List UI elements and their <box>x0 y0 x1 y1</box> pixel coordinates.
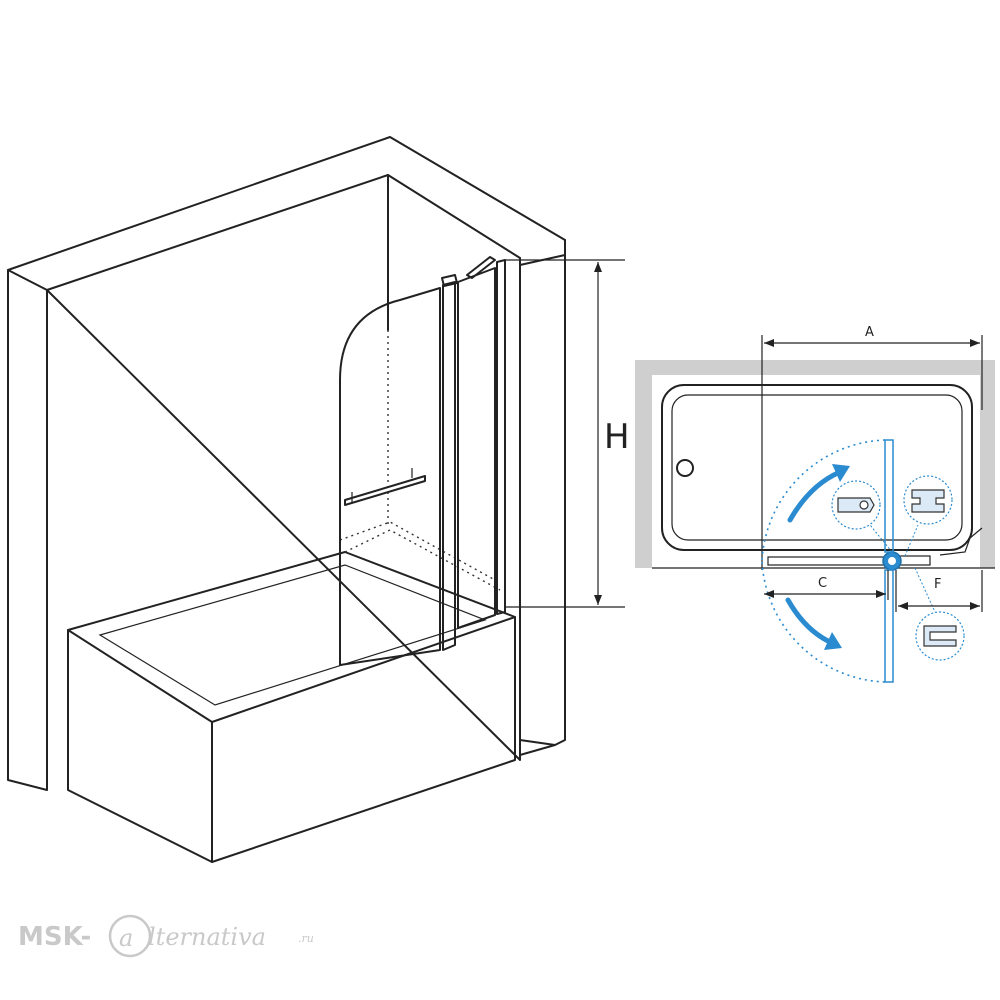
f-label: F <box>934 577 941 592</box>
logo-at-letter: a <box>119 924 133 952</box>
plan-view: A C <box>635 325 995 683</box>
hidden-tub-line-1 <box>339 521 496 581</box>
back-wall <box>7 136 566 761</box>
screen-open-up <box>884 439 894 553</box>
f-arrow-right <box>970 602 980 610</box>
detail-profile <box>915 611 965 661</box>
a-arrow-left <box>764 339 774 347</box>
detail-profile-shape <box>923 625 957 647</box>
tub-inner <box>671 394 963 541</box>
arrow-up-curve <box>787 469 843 523</box>
drain <box>676 459 694 477</box>
stabilizer-bar <box>466 256 496 279</box>
callout-line-3 <box>914 567 936 613</box>
wall-right <box>980 360 995 568</box>
arrow-down-curve <box>785 597 833 645</box>
callout-line-1 <box>865 519 893 553</box>
detail-seal-shape <box>911 489 945 513</box>
right-wall-inner <box>519 739 556 746</box>
fixed-panel-2 <box>457 267 496 629</box>
c-arrow-left <box>764 590 774 598</box>
fixed-panel <box>442 281 456 651</box>
c-arrow-right <box>876 590 886 598</box>
a-arrow-right <box>970 339 980 347</box>
hidden-tub-line-2 <box>344 529 501 591</box>
f-arrow-left <box>898 602 908 610</box>
height-label: H <box>604 417 630 457</box>
back-wall-face <box>46 174 389 331</box>
bathtub-rim-inner <box>98 564 487 706</box>
towel-bar <box>344 475 426 506</box>
bathtub-side <box>211 616 516 863</box>
hinge-top <box>441 274 458 287</box>
bathtub-top <box>67 551 516 723</box>
screen-open-down <box>884 569 894 683</box>
h-arrow-bottom <box>594 595 602 605</box>
isometric-view: H <box>7 136 630 863</box>
logo-prefix: MSK- <box>18 922 91 952</box>
h-arrow-top <box>594 262 602 272</box>
detail-hinge-pin <box>859 500 869 510</box>
screen-fixed-plan <box>899 555 931 566</box>
arrow-up-head <box>832 464 850 482</box>
swing-arc-down <box>761 561 886 683</box>
logo-script: lternativa <box>148 923 266 951</box>
hinge-plan-core <box>888 557 896 565</box>
right-wall <box>519 239 566 756</box>
c-label: C <box>818 576 827 591</box>
wall-profile <box>496 259 506 615</box>
swing-arc-up <box>761 439 886 561</box>
logo-suffix: .ru <box>298 932 314 945</box>
glass-panel <box>339 287 441 666</box>
wall-top <box>635 360 980 568</box>
logo-at-ring <box>108 914 152 958</box>
tub-outer <box>661 384 973 551</box>
screen-closed <box>767 556 887 566</box>
wall-profile-plan <box>939 527 983 556</box>
callout-line-2 <box>904 524 919 557</box>
a-label: A <box>865 325 874 340</box>
bathtub-front <box>67 629 213 863</box>
wall-inner-corner <box>387 174 521 259</box>
logo: MSK- a lternativa .ru <box>18 914 314 958</box>
left-wall-edge <box>7 269 48 791</box>
arrow-down-head <box>824 632 842 650</box>
